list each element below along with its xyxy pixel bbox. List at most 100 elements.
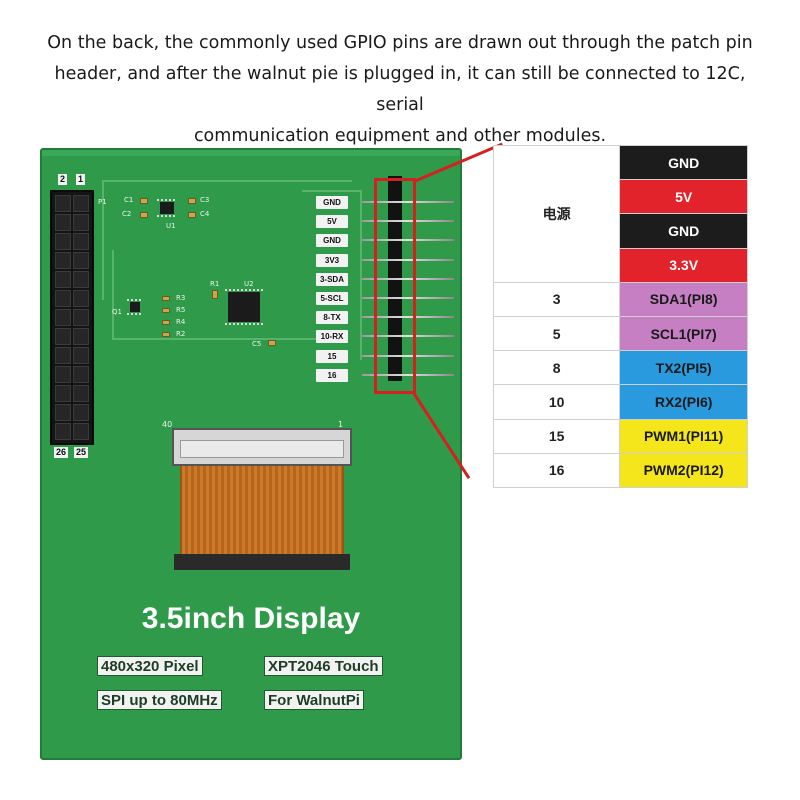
spec-spi: SPI up to 80MHz xyxy=(97,690,222,710)
silk-c3: C3 xyxy=(200,196,210,204)
resistor xyxy=(212,290,218,299)
header-hole xyxy=(73,252,89,269)
header-pin xyxy=(362,354,454,357)
board-pin-label: GND xyxy=(316,234,348,248)
resistor xyxy=(162,332,170,337)
board-pin-label: 16 xyxy=(316,368,348,382)
silk-fpc-40: 40 xyxy=(162,420,173,429)
flex-ribbon-cable xyxy=(180,466,344,566)
pin-function: SCL1(PI7) xyxy=(619,315,748,352)
pcb-trace xyxy=(102,180,352,300)
header-pin-number: 2 xyxy=(58,174,68,185)
silk-r5: R5 xyxy=(176,306,186,314)
header-hole xyxy=(55,423,71,440)
header-hole xyxy=(55,366,71,383)
board-title: 3.5inch Display xyxy=(141,602,361,635)
header-pin xyxy=(362,297,454,299)
spec-platform: For WalnutPi xyxy=(264,690,364,710)
pin-table-row: 5V xyxy=(494,179,748,215)
header-hole xyxy=(73,309,89,326)
capacitor xyxy=(188,212,196,218)
chip-u2 xyxy=(225,289,263,325)
pin-number: 5 xyxy=(492,315,621,352)
silk-u1: U1 xyxy=(166,222,176,230)
pin-number: 3 xyxy=(492,281,621,317)
silk-c4: C4 xyxy=(200,210,210,218)
header-hole xyxy=(55,233,71,250)
header-pin xyxy=(362,335,454,338)
board-pin-label: 10-RX xyxy=(316,330,348,344)
header-pin xyxy=(362,220,454,223)
pin-function: 3.3V xyxy=(619,247,748,283)
header-hole xyxy=(55,195,71,212)
silk-c2: C2 xyxy=(122,210,132,218)
header-hole xyxy=(73,328,89,345)
pin-number: 15 xyxy=(492,418,621,454)
header-pin xyxy=(362,373,454,376)
header-hole xyxy=(55,404,71,421)
pin-function: GND xyxy=(619,213,748,249)
board-pin-label: 8-TX xyxy=(316,311,348,325)
pin-function: PWM2(PI12) xyxy=(619,452,748,489)
pcb-board: 2 1 26 25 P1 C1 C2 U1 C3 C4 R1 U2 Q1 R3 … xyxy=(40,148,462,760)
header-hole xyxy=(55,328,71,345)
header-hole xyxy=(73,423,89,440)
header-hole xyxy=(73,271,89,288)
resistor xyxy=(162,320,170,325)
resistor xyxy=(162,308,170,313)
silk-r4: R4 xyxy=(176,318,186,326)
capacitor xyxy=(268,340,276,346)
pin-table-row: 3.3V xyxy=(494,247,748,283)
caption-line-1: On the back, the commonly used GPIO pins… xyxy=(47,33,753,53)
pin-function: TX2(PI5) xyxy=(619,350,748,386)
header-hole xyxy=(55,252,71,269)
silk-r1: R1 xyxy=(210,280,220,288)
header-hole xyxy=(73,195,89,212)
fpc-connector xyxy=(172,428,352,466)
pcb-trace xyxy=(302,190,362,360)
header-pin xyxy=(362,258,454,261)
capacitor xyxy=(140,198,148,204)
pin-function: GND xyxy=(619,144,748,181)
highlight-box xyxy=(374,178,416,394)
board-pin-label: GND xyxy=(316,196,348,209)
pin-table-row: GND xyxy=(494,213,748,249)
silk-c5: C5 xyxy=(252,340,262,348)
caption-line-2: header, and after the walnut pie is plug… xyxy=(54,64,746,115)
power-label: 电源 xyxy=(492,145,621,283)
spec-resolution: 480x320 Pixel xyxy=(97,656,203,676)
header-hole xyxy=(55,214,71,231)
pin-number: 10 xyxy=(492,384,621,420)
pin-function: RX2(PI6) xyxy=(619,384,748,420)
header-hole xyxy=(73,385,89,402)
header-pin-number: 26 xyxy=(54,447,69,458)
capacitor xyxy=(140,212,148,218)
board-pin-label: 5-SCL xyxy=(316,292,348,305)
header-hole xyxy=(73,366,89,383)
resistor xyxy=(162,296,170,301)
header-hole xyxy=(55,290,71,307)
header-hole xyxy=(55,271,71,288)
chip-u1 xyxy=(157,199,177,217)
header-pin-number: 1 xyxy=(76,174,86,185)
pin-function: SDA1(PI8) xyxy=(619,281,748,317)
header-hole xyxy=(73,404,89,421)
header-pin xyxy=(362,239,454,242)
header-hole xyxy=(55,385,71,402)
header-hole xyxy=(73,347,89,364)
capacitor xyxy=(188,198,196,204)
header-pin-number: 25 xyxy=(74,447,89,458)
board-pin-label: 3V3 xyxy=(316,253,348,267)
silk-fpc-1: 1 xyxy=(338,420,344,429)
header-hole xyxy=(55,347,71,364)
silk-r2: R2 xyxy=(176,330,186,338)
transistor-q1 xyxy=(127,299,143,315)
caption: On the back, the commonly used GPIO pins… xyxy=(30,28,770,152)
